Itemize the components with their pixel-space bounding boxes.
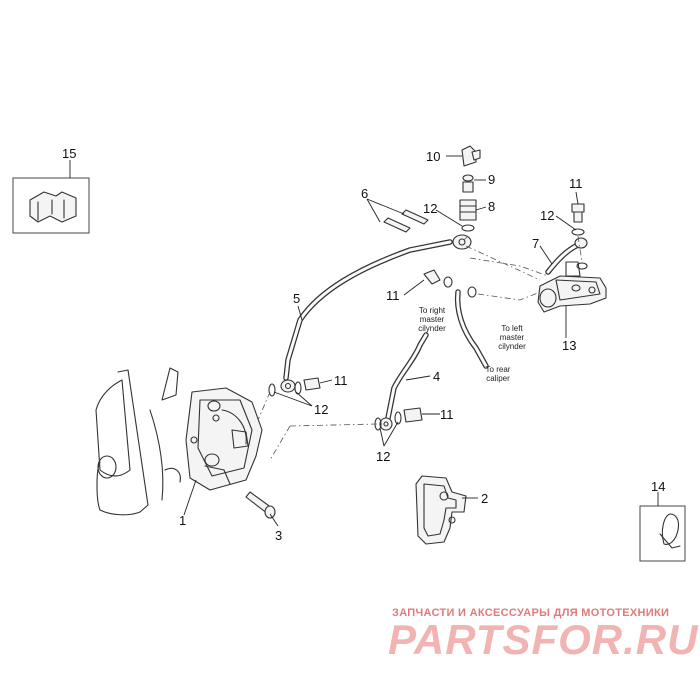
banjo-bolt-right [571,203,588,270]
brake-hose-5 [280,234,472,393]
callout-15: 15 [62,146,76,161]
callout-2: 2 [481,491,488,506]
routing-notes: To right master cilynder To left master … [418,306,526,383]
brake-pads [415,475,467,545]
note-left-master-line-2: master [500,333,525,342]
note-rear-caliper-line-2: caliper [486,374,510,383]
callout-14: 14 [651,479,665,494]
brake-caliper [185,387,263,491]
part-box-14 [639,505,686,562]
callout-labels: 1 2 3 4 5 6 7 8 9 10 11 11 11 11 12 12 1… [62,146,665,543]
callout-12-top-right: 12 [540,208,554,223]
note-right-master-line-2: master [420,315,445,324]
callout-8: 8 [488,199,495,214]
callout-12-top: 12 [423,201,437,216]
hose-to-rear-caliper [454,289,489,369]
fork-leg [95,367,181,516]
leader-lines [69,155,659,527]
note-left-master-line-1: To left [501,324,523,333]
callout-10: 10 [426,149,440,164]
note-right-master-line-3: cilynder [418,324,446,333]
callout-5: 5 [293,291,300,306]
watermark-logo: PARTSFOR.RU [388,616,699,663]
brake-hose-4 [379,332,429,431]
watermark-tagline: ЗАПЧАСТИ И АКСЕССУАРЫ ДЛЯ МОТОТЕХНИКИ [392,607,670,619]
callout-1: 1 [179,513,186,528]
callout-4: 4 [433,369,440,384]
callout-9: 9 [488,172,495,187]
callout-11-top-right: 11 [569,176,583,191]
callout-11-caliper-hose: 11 [334,373,348,388]
brake-hose-7 [545,237,588,275]
callout-3: 3 [275,528,282,543]
part-box-15 [12,177,90,234]
banjo-bolt-stack [459,145,481,232]
callout-13: 13 [562,338,576,353]
callout-12-caliper-hose: 12 [314,402,328,417]
note-left-master-line-3: cilynder [498,342,526,351]
callout-11-hose-4: 11 [440,407,454,422]
callout-12-hose-4: 12 [376,449,390,464]
callout-11-middle: 11 [386,288,400,303]
note-right-master-line-1: To right [419,306,446,315]
banjo-bolts-6 [383,209,429,233]
callout-7: 7 [532,236,539,251]
assembly-lines [257,235,583,461]
note-rear-caliper-line-1: To rear [486,365,511,374]
callout-6: 6 [361,186,368,201]
banjo-bolt-middle [423,269,477,298]
brake-distributor [537,261,607,313]
caliper-bolt [245,491,276,519]
